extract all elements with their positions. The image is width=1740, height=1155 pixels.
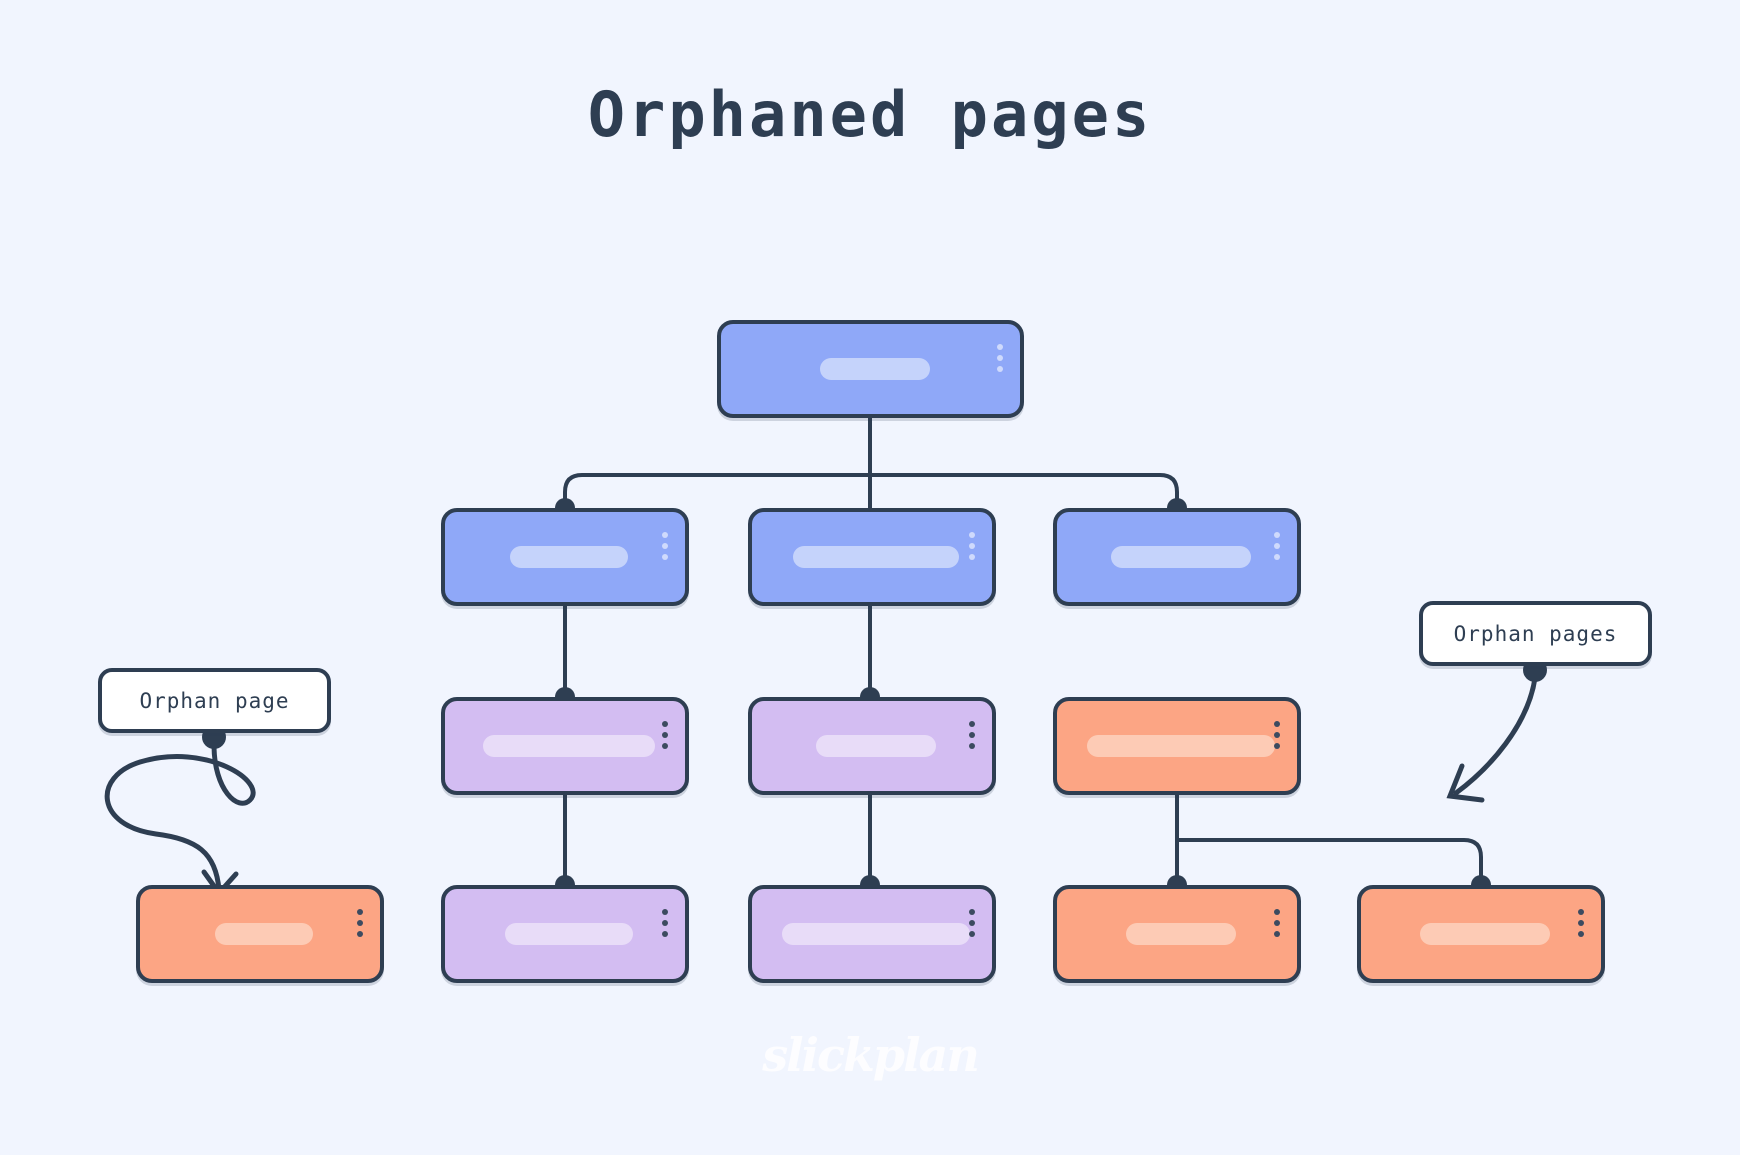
kebab-menu-icon[interactable]: [969, 909, 975, 937]
sitemap-node-root[interactable]: [717, 320, 1024, 418]
slickplan-watermark: slickplan: [762, 1028, 980, 1082]
node-title-placeholder: [1420, 923, 1550, 945]
kebab-dot: [969, 554, 975, 560]
kebab-dot: [997, 344, 1003, 350]
kebab-dot: [969, 532, 975, 538]
kebab-dot: [1274, 543, 1280, 549]
annotation-arrowhead-right: [1446, 763, 1485, 803]
node-title-placeholder: [483, 735, 655, 757]
page-title: Orphaned pages: [587, 78, 1153, 151]
kebab-dot: [357, 931, 363, 937]
kebab-dot: [662, 554, 668, 560]
sitemap-node-l3-c[interactable]: [1053, 697, 1301, 795]
kebab-dot: [1274, 732, 1280, 738]
kebab-dot: [969, 743, 975, 749]
kebab-dot: [662, 931, 668, 937]
node-title-placeholder: [782, 923, 970, 945]
kebab-menu-icon[interactable]: [357, 909, 363, 937]
node-title-placeholder: [1126, 923, 1236, 945]
annotation-arrow-right: [1453, 675, 1538, 796]
node-title-placeholder: [793, 546, 959, 568]
kebab-dot: [969, 732, 975, 738]
kebab-menu-icon[interactable]: [1274, 721, 1280, 749]
kebab-dot: [1274, 931, 1280, 937]
kebab-dot: [662, 732, 668, 738]
kebab-dot: [1274, 721, 1280, 727]
node-title-placeholder: [820, 358, 930, 380]
kebab-dot: [969, 920, 975, 926]
kebab-dot: [1274, 920, 1280, 926]
kebab-dot: [1578, 920, 1584, 926]
annotation-arrow-left: [104, 742, 256, 893]
annotation-label: Orphan pages: [1453, 621, 1618, 646]
kebab-menu-icon[interactable]: [662, 909, 668, 937]
kebab-dot: [1274, 743, 1280, 749]
kebab-menu-icon[interactable]: [997, 344, 1003, 372]
kebab-dot: [662, 721, 668, 727]
kebab-dot: [662, 743, 668, 749]
kebab-dot: [1274, 532, 1280, 538]
sitemap-node-l3-a[interactable]: [441, 697, 689, 795]
kebab-dot: [662, 543, 668, 549]
edge-l3c-l4d: [1175, 838, 1483, 887]
kebab-dot: [662, 532, 668, 538]
edge-bus-right: [868, 473, 1179, 510]
kebab-menu-icon[interactable]: [1274, 909, 1280, 937]
sitemap-node-l2-a[interactable]: [441, 508, 689, 606]
annotation-callout-orphan-page-left[interactable]: Orphan page: [98, 668, 331, 733]
annotation-callout-orphan-pages-right[interactable]: Orphan pages: [1419, 601, 1652, 666]
kebab-menu-icon[interactable]: [1578, 909, 1584, 937]
node-title-placeholder: [510, 546, 628, 568]
sitemap-node-l4-a[interactable]: [441, 885, 689, 983]
node-title-placeholder: [505, 923, 633, 945]
kebab-dot: [969, 931, 975, 937]
kebab-menu-icon[interactable]: [662, 721, 668, 749]
kebab-dot: [662, 920, 668, 926]
kebab-dot: [662, 909, 668, 915]
kebab-dot: [997, 355, 1003, 361]
kebab-menu-icon[interactable]: [969, 721, 975, 749]
kebab-dot: [969, 721, 975, 727]
kebab-dot: [1578, 931, 1584, 937]
sitemap-node-l2-c[interactable]: [1053, 508, 1301, 606]
annotation-label: Orphan page: [139, 688, 290, 713]
node-title-placeholder: [215, 923, 313, 945]
kebab-dot: [357, 920, 363, 926]
node-title-placeholder: [1087, 735, 1275, 757]
sitemap-node-l2-b[interactable]: [748, 508, 996, 606]
kebab-menu-icon[interactable]: [1274, 532, 1280, 560]
edge-bus-left: [563, 473, 872, 510]
kebab-dot: [969, 543, 975, 549]
sitemap-node-l4-c[interactable]: [1053, 885, 1301, 983]
sitemap-node-l4-b[interactable]: [748, 885, 996, 983]
node-title-placeholder: [816, 735, 936, 757]
sitemap-node-l4-orphan[interactable]: [136, 885, 384, 983]
kebab-menu-icon[interactable]: [662, 532, 668, 560]
kebab-menu-icon[interactable]: [969, 532, 975, 560]
kebab-dot: [1274, 554, 1280, 560]
sitemap-node-l3-b[interactable]: [748, 697, 996, 795]
kebab-dot: [1578, 909, 1584, 915]
kebab-dot: [997, 366, 1003, 372]
kebab-dot: [1274, 909, 1280, 915]
node-title-placeholder: [1111, 546, 1251, 568]
sitemap-node-l4-d[interactable]: [1357, 885, 1605, 983]
kebab-dot: [969, 909, 975, 915]
kebab-dot: [357, 909, 363, 915]
